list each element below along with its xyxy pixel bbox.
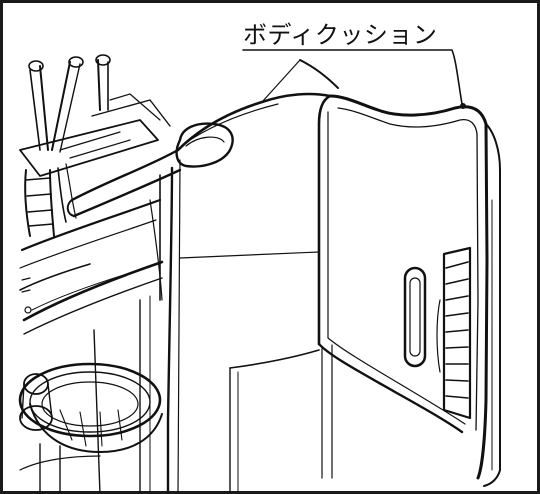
armrest-handle bbox=[66, 122, 234, 301]
shift-lever-assembly bbox=[19, 54, 171, 335]
console-body bbox=[166, 59, 339, 494]
body-cushion bbox=[317, 94, 501, 487]
seat-side-ribs bbox=[436, 246, 472, 420]
vent-slot bbox=[403, 266, 427, 368]
left-panel-lines bbox=[93, 295, 151, 494]
cup-holder bbox=[18, 362, 163, 494]
callout-leader bbox=[242, 49, 466, 109]
callout-label-body-cushion: ボディクッション bbox=[243, 21, 438, 49]
